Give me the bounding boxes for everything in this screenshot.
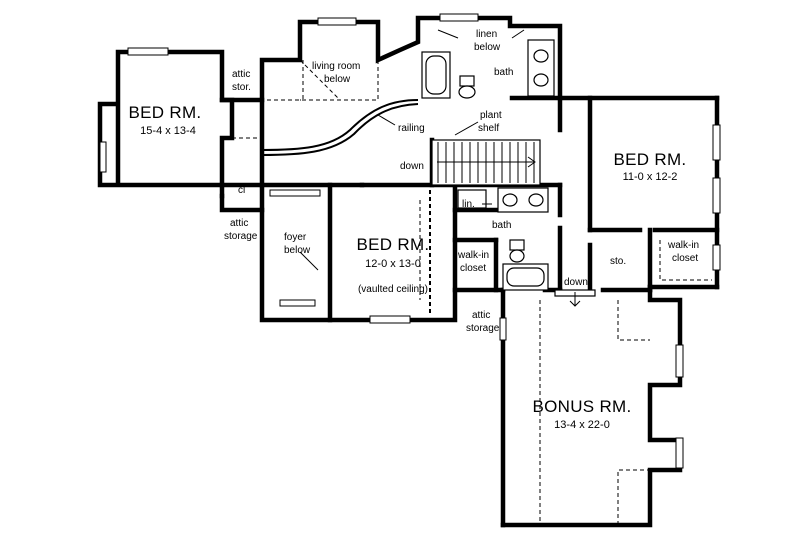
dashed-lines [232, 59, 712, 525]
walk-in-closet-mid-label-1: walk-in [457, 250, 489, 261]
bonus-name: BONUS RM. [532, 397, 631, 416]
bed3-dims: 12-0 x 13-0 [365, 258, 421, 270]
leader-lines [299, 29, 525, 271]
linen-below-label-2: below [474, 42, 501, 53]
sto-label: sto. [610, 256, 626, 267]
bath-top-label: bath [494, 67, 513, 78]
down-arrow-bonus [554, 289, 596, 307]
attic-stor-label-2: stor. [232, 82, 251, 93]
down-bonus-label: down [564, 277, 588, 288]
walk-in-closet-right-label-1: walk-in [667, 240, 699, 251]
bonus-dims: 13-4 x 22-0 [554, 419, 610, 431]
bath-mid-label: bath [492, 220, 511, 231]
bed2-name: BED RM. [614, 150, 687, 169]
walk-in-closet-mid-label-2: closet [460, 263, 486, 274]
bed1-dims: 15-4 x 13-4 [140, 125, 196, 137]
railing-curve [261, 99, 419, 151]
plant-shelf-label-1: plant [480, 110, 502, 121]
walk-in-closet-right-label-2: closet [672, 253, 698, 264]
stair [431, 139, 541, 186]
attic-storage-left-label-1: attic [230, 218, 248, 229]
living-room-below-label-1: living room [312, 61, 360, 72]
bonus-walls [500, 284, 683, 528]
living-room-below-label-2: below [324, 74, 351, 85]
labels: BED RM. 15-4 x 13-4 BED RM. 11-0 x 12-2 … [129, 29, 700, 431]
linen-below-label-1: linen [476, 29, 497, 40]
cl-label: cl [238, 185, 245, 196]
fixtures [421, 39, 555, 291]
windows [99, 13, 721, 469]
attic-storage-mid-label-2: storage [466, 323, 500, 334]
attic-storage-mid-label-1: attic [472, 310, 490, 321]
bed3-name: BED RM. [357, 235, 430, 254]
bed3-note: (vaulted ceiling) [358, 284, 428, 295]
foyer-below-label-2: below [284, 245, 311, 256]
bed1-name: BED RM. [129, 103, 202, 122]
bed2-dims: 11-0 x 12-2 [623, 171, 678, 183]
upper-hall-walls [219, 15, 563, 103]
plant-shelf-label-2: shelf [478, 123, 499, 134]
down-stair-label: down [400, 161, 424, 172]
walls [97, 15, 720, 528]
railing-label: railing [398, 123, 425, 134]
attic-stor-label-1: attic [232, 69, 250, 80]
attic-storage-left-label-2: storage [224, 231, 258, 242]
foyer-below-label-1: foyer [284, 232, 307, 243]
lin-label: lin. [462, 199, 475, 210]
